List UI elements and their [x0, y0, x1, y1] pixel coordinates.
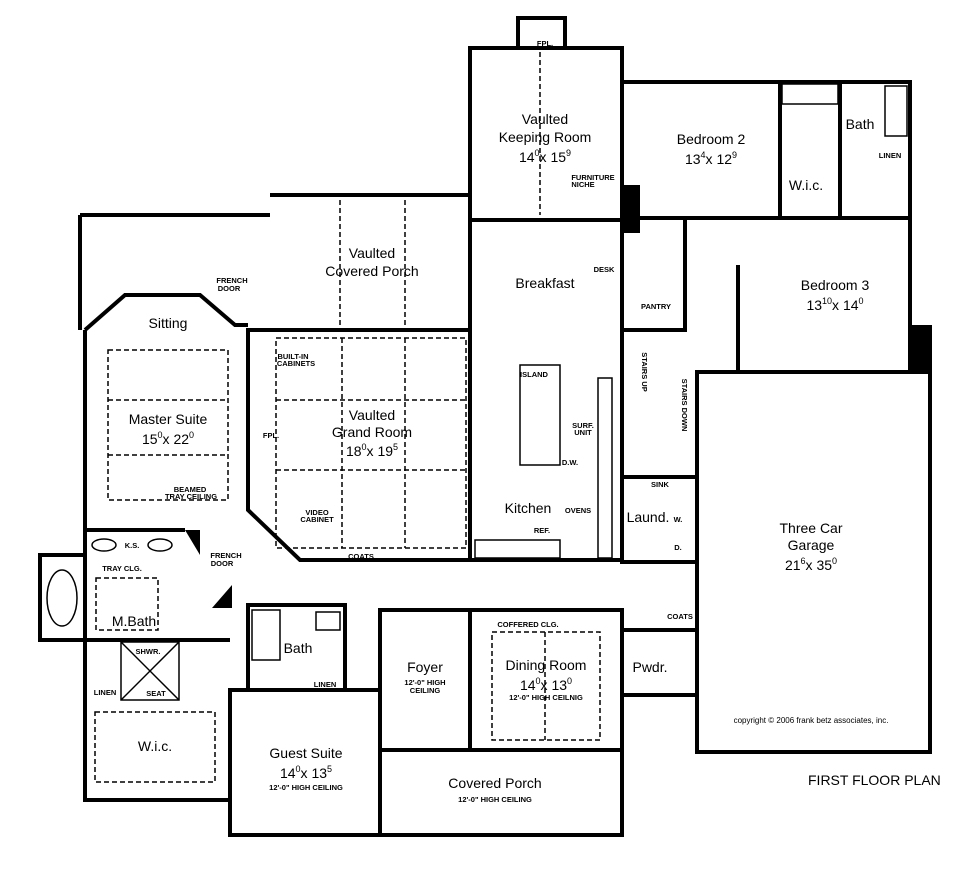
- svg-text:Dining Room: Dining Room: [506, 657, 587, 673]
- room-bath-upper: Bath: [846, 116, 875, 132]
- svg-text:COATS: COATS: [348, 552, 374, 561]
- svg-text:CEILING: CEILING: [410, 686, 441, 695]
- svg-text:Bedroom 2: Bedroom 2: [677, 131, 746, 147]
- svg-text:TRAY CLG.: TRAY CLG.: [102, 564, 142, 573]
- svg-text:COATS: COATS: [667, 612, 693, 621]
- svg-text:1310x 140: 1310x 140: [806, 296, 863, 313]
- svg-text:DESK: DESK: [594, 265, 615, 274]
- svg-text:140x 135: 140x 135: [280, 764, 332, 781]
- svg-text:LINEN: LINEN: [314, 680, 337, 689]
- room-covered-porch-top: Vaulted Covered Porch: [325, 245, 418, 279]
- room-wic-upper: W.i.c.: [789, 177, 823, 193]
- plan-title: FIRST FLOOR PLAN: [808, 772, 941, 788]
- room-name-2: Keeping Room: [499, 129, 592, 145]
- room-dimensions: 140x 159: [519, 148, 571, 165]
- svg-text:SURF.: SURF.: [572, 421, 594, 430]
- svg-text:Vaulted: Vaulted: [349, 245, 395, 261]
- plan-notes: FPL. FURNITURE NICHE DESK PANTRY LINEN F…: [94, 39, 902, 698]
- svg-text:12'-0" HIGH: 12'-0" HIGH: [404, 678, 445, 687]
- svg-text:W.: W.: [674, 515, 683, 524]
- room-guest-suite: Guest Suite 140x 135 12'-0" HIGH CEILING: [269, 745, 343, 792]
- room-foyer: Foyer 12'-0" HIGH CEILING: [404, 659, 445, 695]
- svg-text:NICHE: NICHE: [571, 180, 594, 189]
- room-master-wic: W.i.c.: [138, 738, 172, 754]
- svg-text:COFFERED CLG.: COFFERED CLG.: [497, 620, 558, 629]
- svg-text:VIDEO: VIDEO: [305, 508, 329, 517]
- svg-text:STAIRS UP: STAIRS UP: [640, 352, 649, 391]
- room-master-suite: Master Suite 150x 220: [129, 411, 208, 447]
- svg-text:CABINETS: CABINETS: [277, 359, 315, 368]
- room-bedroom-2: Bedroom 2 134x 129: [677, 131, 746, 167]
- svg-text:FPL.: FPL.: [263, 431, 279, 440]
- room-laundry: Laund.: [627, 509, 670, 525]
- svg-text:12'-0" HIGH CEILING: 12'-0" HIGH CEILING: [269, 783, 343, 792]
- room-sitting: Sitting: [149, 315, 188, 331]
- svg-text:134x 129: 134x 129: [685, 150, 737, 167]
- svg-text:LINEN: LINEN: [879, 151, 902, 160]
- svg-text:Covered Porch: Covered Porch: [325, 263, 418, 279]
- svg-text:Bedroom 3: Bedroom 3: [801, 277, 870, 293]
- svg-text:DOOR: DOOR: [218, 284, 241, 293]
- room-breakfast: Breakfast: [515, 275, 574, 291]
- room-powder: Pwdr.: [632, 659, 667, 675]
- room-master-bath: M.Bath: [112, 613, 156, 629]
- svg-text:Master Suite: Master Suite: [129, 411, 208, 427]
- svg-text:SEAT: SEAT: [146, 689, 166, 698]
- svg-text:PANTRY: PANTRY: [641, 302, 671, 311]
- svg-text:Guest Suite: Guest Suite: [269, 745, 342, 761]
- room-bedroom-3: Bedroom 3 1310x 140: [801, 277, 870, 313]
- room-keeping: Vaulted Keeping Room 140x 159: [499, 111, 592, 165]
- copyright-notice: copyright © 2006 frank betz associates, …: [734, 716, 889, 725]
- svg-text:Foyer: Foyer: [407, 659, 443, 675]
- svg-text:12'-0" HIGH CEILING: 12'-0" HIGH CEILING: [458, 795, 532, 804]
- svg-text:216x 350: 216x 350: [785, 556, 837, 573]
- room-covered-porch-bottom: Covered Porch 12'-0" HIGH CEILING: [448, 775, 541, 804]
- svg-text:D.W.: D.W.: [562, 458, 578, 467]
- svg-text:OVENS: OVENS: [565, 506, 591, 515]
- svg-text:BEAMED: BEAMED: [174, 485, 207, 494]
- room-kitchen: Kitchen: [505, 500, 552, 516]
- room-dining: Dining Room 140x 130 12'-0" HIGH CEILNIG: [506, 657, 587, 702]
- svg-text:FRENCH: FRENCH: [210, 551, 241, 560]
- svg-text:140x 130: 140x 130: [520, 676, 572, 693]
- svg-text:REF.: REF.: [534, 526, 550, 535]
- svg-text:12'-0" HIGH CEILNIG: 12'-0" HIGH CEILNIG: [509, 693, 583, 702]
- svg-text:Garage: Garage: [788, 537, 835, 553]
- svg-text:150x 220: 150x 220: [142, 430, 194, 447]
- svg-text:K.S.: K.S.: [125, 541, 140, 550]
- svg-text:TRAY CEILING: TRAY CEILING: [165, 492, 217, 501]
- svg-text:Covered Porch: Covered Porch: [448, 775, 541, 791]
- room-garage: Three Car Garage 216x 350: [779, 520, 842, 573]
- svg-text:BUILT-IN: BUILT-IN: [277, 352, 308, 361]
- svg-text:CABINET: CABINET: [300, 515, 334, 524]
- svg-text:UNIT: UNIT: [574, 428, 592, 437]
- dashed-ceiling-lines: [94, 52, 601, 783]
- svg-text:D.: D.: [674, 543, 682, 552]
- svg-text:SHWR.: SHWR.: [136, 647, 161, 656]
- svg-text:180x 195: 180x 195: [346, 442, 398, 459]
- svg-text:STAIRS DOWN: STAIRS DOWN: [680, 379, 689, 432]
- svg-text:Three Car: Three Car: [779, 520, 842, 536]
- svg-text:SINK: SINK: [651, 480, 670, 489]
- svg-text:FRENCH: FRENCH: [216, 276, 247, 285]
- svg-text:FPL.: FPL.: [537, 39, 553, 48]
- svg-text:LINEN: LINEN: [94, 688, 117, 697]
- svg-text:FURNITURE: FURNITURE: [571, 173, 614, 182]
- room-guest-bath: Bath: [284, 640, 313, 656]
- svg-text:Vaulted: Vaulted: [349, 407, 395, 423]
- svg-text:DOOR: DOOR: [211, 559, 234, 568]
- svg-text:Grand Room: Grand Room: [332, 424, 412, 440]
- svg-text:ISLAND: ISLAND: [520, 370, 549, 379]
- room-name: Vaulted: [522, 111, 568, 127]
- room-grand-room: Vaulted Grand Room 180x 195: [332, 407, 412, 459]
- walls: [38, 16, 932, 837]
